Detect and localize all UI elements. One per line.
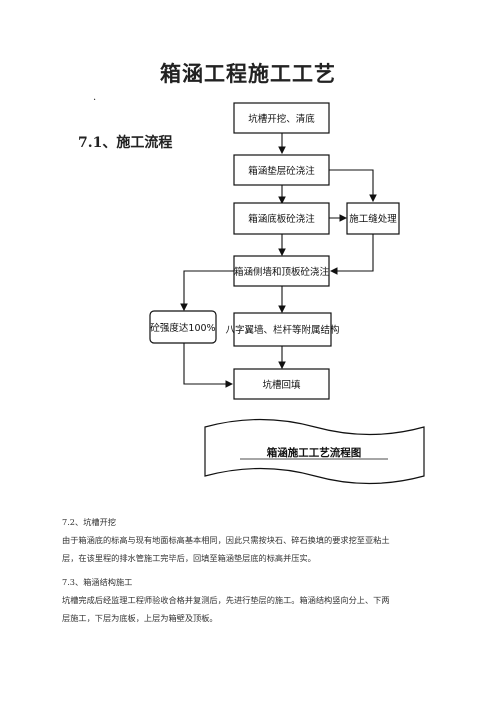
step-backfill: 坑槽回填: [233, 368, 330, 400]
step-walls-roof: 箱涵侧墙和顶板砼浇注: [233, 255, 330, 287]
section-heading-7-2: 7.2、坑槽开挖: [62, 517, 116, 527]
stray-dot: .: [93, 92, 97, 103]
arrow-strength-to-backfill: [183, 343, 234, 388]
step-walls-roof-label: 箱涵侧墙和顶板砼浇注: [234, 266, 330, 278]
arrow-walls-to-strength: [180, 270, 234, 312]
step-construction-joint-label: 施工缝处理: [349, 213, 397, 225]
flowchart-caption-label: 箱涵施工工艺流程图: [267, 446, 362, 459]
step-bottom-slab: 箱涵底板砼浇注: [233, 202, 330, 235]
step-cushion-label: 箱涵垫层砼浇注: [248, 165, 315, 177]
step-backfill-label: 坑槽回填: [262, 379, 301, 391]
page-title: 箱涵工程施工工艺: [160, 61, 336, 86]
step-wing-walls: 八字翼墙、栏杆等附属结构: [225, 312, 340, 347]
step-excavation: 坑槽开挖、清底: [233, 102, 330, 134]
section-7-2-body-line-1: 由于箱涵底的标高与现有地面标高基本相同，因此只需按块石、碎石换填的要求挖至亚粘土: [62, 535, 390, 545]
step-bottom-slab-label: 箱涵底板砼浇注: [248, 213, 315, 225]
section-heading-7-1: 7.1、施工流程: [78, 135, 173, 151]
section-7-2-body-line-2: 层，在该里程的排水管施工完毕后，回填至箱涵垫层底的标高并压实。: [62, 553, 316, 563]
arrow-joint-to-walls: [329, 234, 374, 275]
flowchart-caption: 箱涵施工工艺流程图: [204, 418, 425, 485]
section-7-3-body-line-1: 坑槽完成后经监理工程师验收合格并复测后，先进行垫层的施工。箱涵结构竖向分上、下两: [62, 595, 390, 605]
step-excavation-label: 坑槽开挖、清底: [248, 113, 315, 125]
arrow-cushion-to-joint: [329, 169, 377, 203]
section-7-3-body-line-2: 层施工，下层为底板，上层为箱壁及顶板。: [62, 613, 218, 623]
step-concrete-strength: 砼强度达100%: [149, 310, 217, 344]
section-heading-7-3: 7.3、箱涵结构施工: [62, 577, 133, 587]
step-cushion: 箱涵垫层砼浇注: [233, 154, 330, 186]
step-construction-joint: 施工缝处理: [346, 202, 400, 235]
step-wing-walls-label: 八字翼墙、栏杆等附属结构: [225, 324, 339, 336]
step-concrete-strength-label: 砼强度达100%: [150, 322, 215, 334]
